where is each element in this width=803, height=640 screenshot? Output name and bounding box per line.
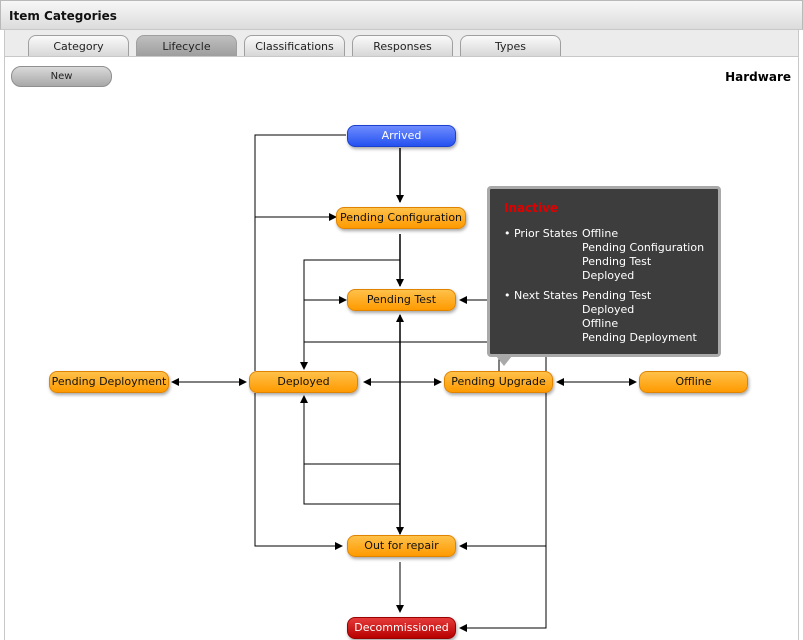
- state-out-for-repair[interactable]: Out for repair: [347, 535, 456, 557]
- state-pending-configuration[interactable]: Pending Configuration: [336, 207, 466, 229]
- tab-bar: Category Lifecycle Classifications Respo…: [4, 30, 799, 56]
- state-pending-deployment[interactable]: Pending Deployment: [49, 371, 169, 393]
- next-states-label: • Next States: [504, 289, 578, 302]
- tab-responses[interactable]: Responses: [352, 35, 453, 56]
- state-arrived[interactable]: Arrived: [347, 125, 456, 147]
- prior-state-item: Pending Configuration: [582, 241, 705, 254]
- state-tooltip: Inactive • Prior States Offline Pending …: [487, 186, 721, 366]
- tab-lifecycle[interactable]: Lifecycle: [136, 35, 237, 56]
- state-pending-test[interactable]: Pending Test: [347, 289, 456, 311]
- state-pending-upgrade[interactable]: Pending Upgrade: [444, 371, 553, 393]
- next-state-item: Pending Deployment: [582, 331, 697, 344]
- next-states-list: Pending Test Deployed Offline Pending De…: [582, 289, 697, 345]
- next-state-item: Deployed: [582, 303, 635, 316]
- tooltip-pointer: [496, 356, 512, 366]
- next-state-item: Offline: [582, 317, 619, 330]
- next-state-item: Pending Test: [582, 289, 652, 302]
- new-button[interactable]: New: [11, 66, 112, 87]
- prior-states-label: • Prior States: [504, 227, 578, 240]
- window-title: Item Categories: [9, 9, 117, 23]
- window-titlebar: Item Categories: [0, 0, 803, 30]
- prior-state-item: Pending Test: [582, 255, 652, 268]
- prior-states-list: Offline Pending Configuration Pending Te…: [582, 227, 704, 283]
- tab-types[interactable]: Types: [460, 35, 561, 56]
- category-name: Hardware: [725, 70, 791, 84]
- state-decommissioned[interactable]: Decommissioned: [347, 617, 456, 639]
- state-deployed[interactable]: Deployed: [249, 371, 358, 393]
- state-offline[interactable]: Offline: [639, 371, 748, 393]
- prior-state-item: Offline: [582, 227, 619, 240]
- tooltip-title: Inactive: [504, 201, 559, 215]
- tab-classifications[interactable]: Classifications: [244, 35, 345, 56]
- prior-state-item: Deployed: [582, 269, 635, 282]
- tab-category[interactable]: Category: [28, 35, 129, 56]
